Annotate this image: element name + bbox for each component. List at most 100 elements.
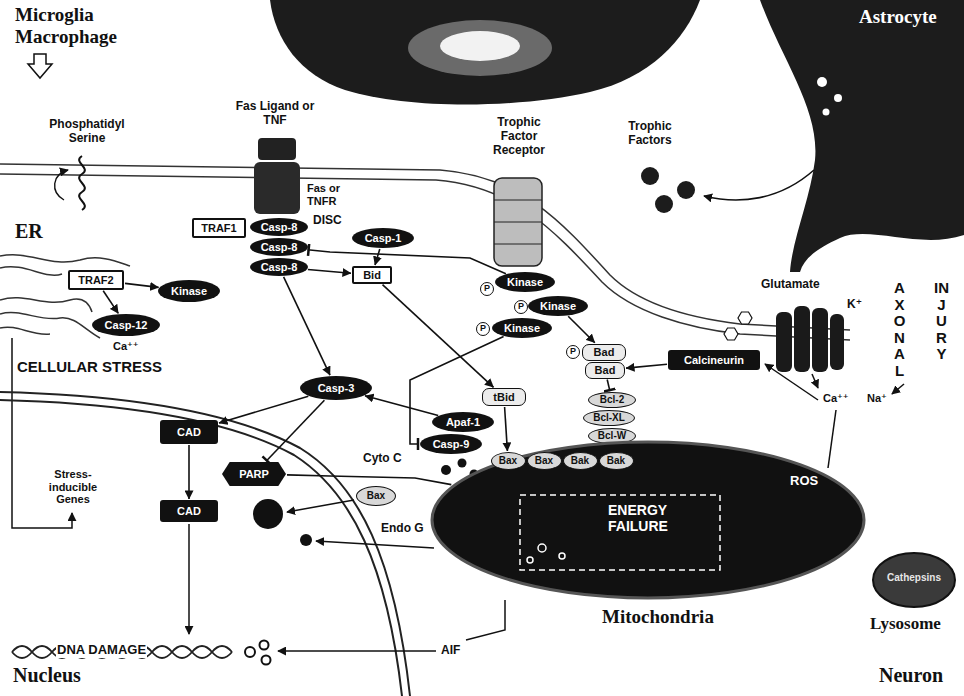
enzyme-oval: Casp-3 <box>300 376 372 400</box>
er-membrane <box>0 298 92 312</box>
region-label: Astrocyte <box>858 6 938 28</box>
arrow-connector <box>219 396 308 423</box>
inhibition-connector <box>308 250 506 274</box>
aif-line <box>466 600 505 640</box>
protein-oval: Bax <box>356 486 396 506</box>
dark-box: CAD <box>160 420 218 444</box>
node-text: ROS <box>790 474 818 489</box>
node-text: Casp-9 <box>433 438 470 451</box>
node-text: tBid <box>493 391 514 404</box>
er-membrane <box>0 327 50 334</box>
enzyme-oval: Casp-12 <box>92 314 160 336</box>
receptor-ring <box>494 200 542 201</box>
flip-arrow <box>55 170 68 200</box>
receptor-cylinder <box>494 178 542 266</box>
hollow-arrow <box>28 54 52 78</box>
vesicle <box>823 109 830 116</box>
trophic-factor <box>641 167 659 185</box>
vertical-label: INJURY <box>934 280 949 363</box>
node-text: Lysosome <box>870 614 941 634</box>
node-text: ENERGY FAILURE <box>608 502 700 534</box>
node-text: Casp-12 <box>105 319 148 332</box>
vesicle <box>834 94 842 102</box>
text-label: CELLULAR STRESS <box>16 358 163 375</box>
region-label: Nucleus <box>12 664 82 687</box>
node-text: Bax <box>499 455 517 467</box>
text-label: Fas or TNFR <box>306 182 362 207</box>
node-text: TRAF1 <box>201 222 236 235</box>
release-arrow <box>704 170 814 200</box>
glutamate-molecule <box>738 312 752 324</box>
protein-oval: Bak <box>563 452 598 470</box>
protein-oval: Bax <box>491 452 526 470</box>
nuclear-body <box>253 499 283 529</box>
cytochrome-c <box>441 465 451 475</box>
enzyme-oval: Casp-8 <box>250 218 308 236</box>
node-text: Bad <box>595 364 616 377</box>
node-text: TRAF2 <box>78 274 113 287</box>
enzyme-oval: Casp-8 <box>250 258 308 276</box>
protein-oval: Bcl-2 <box>588 392 636 408</box>
node-text: Kinase <box>507 276 543 289</box>
ion-channel <box>776 312 792 372</box>
node-text: Casp-8 <box>261 221 298 234</box>
text-label: Stress-inducible Genes <box>40 468 106 506</box>
cytochrome-c <box>458 459 467 468</box>
dark-box: CAD <box>160 500 218 522</box>
microglia-body <box>270 0 700 105</box>
protein-box: Bad <box>582 344 626 361</box>
enzyme-oval: Kinase <box>495 272 555 292</box>
inhibition-connector <box>607 380 610 392</box>
dna-fragment <box>260 641 269 650</box>
text-label: Phosphatidyl Serine <box>40 118 134 146</box>
text-label: Ca⁺⁺ <box>822 392 850 405</box>
arrow-connector <box>188 445 190 499</box>
lysosome: CathepsinsLysosome <box>872 552 956 608</box>
arrow-connector <box>284 277 330 375</box>
arrow-connector <box>626 364 667 368</box>
inhibition-connector <box>266 400 324 461</box>
arrow-connector <box>365 396 438 416</box>
node-text: Kinase <box>504 322 540 335</box>
node-text: Bak <box>571 455 589 467</box>
text-label: Fas Ligand or TNF <box>228 100 322 128</box>
text-label: Trophic Factors <box>612 120 688 148</box>
fas-ligand <box>258 138 296 160</box>
endo-g-arrow <box>316 541 434 548</box>
enzyme-oval: Kinase <box>492 318 552 338</box>
mitochondrion: ROSENERGY FAILUREMitochondriaBaxBaxBakBa… <box>430 440 866 600</box>
calcium-line <box>828 410 836 468</box>
text-label: Ca⁺⁺ <box>112 340 140 353</box>
protein-box: Bad <box>585 362 625 379</box>
vesicle <box>817 77 827 87</box>
bax-arrow <box>287 500 354 512</box>
factor-box: TRAF2 <box>68 270 124 290</box>
dark-box: Calcineurin <box>668 350 760 370</box>
trophic-factor <box>655 195 673 213</box>
calcium-arrow <box>765 364 818 400</box>
arrow-connector <box>375 249 380 265</box>
node-text: Apaf-1 <box>446 416 480 429</box>
enzyme-oval: Casp-1 <box>352 228 414 248</box>
trophic-factor <box>677 181 695 199</box>
text-label: Trophic Factor Receptor <box>478 116 560 157</box>
node-text: PARP <box>239 468 269 481</box>
astrocyte-body <box>760 0 964 272</box>
ion-flow-arrow <box>812 374 818 388</box>
node-text: Bad <box>594 346 615 359</box>
ion-channel <box>794 306 810 372</box>
fas-receptor <box>254 162 300 214</box>
factor-box: Bid <box>352 266 392 284</box>
node-text: CAD <box>177 505 201 518</box>
node-text: Cathepsins <box>872 572 956 584</box>
microglia-nucleus <box>408 20 552 76</box>
node-text: Bak <box>607 455 625 467</box>
ion-channel <box>830 314 844 370</box>
cell-membrane <box>0 164 850 330</box>
text-label: Glutamate <box>760 278 821 292</box>
er-membrane <box>0 312 100 338</box>
enzyme-oval: Apaf-1 <box>432 412 494 432</box>
node-text: Casp-1 <box>365 232 402 245</box>
